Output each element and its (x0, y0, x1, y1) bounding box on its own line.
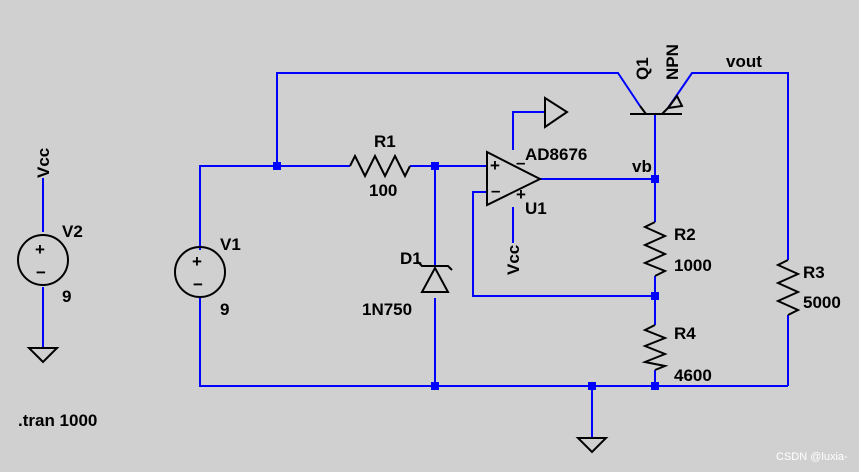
wires (199, 72, 789, 438)
r2-resistor-symbol (642, 221, 668, 277)
u1-ground-arrow (544, 96, 569, 129)
wire-bottom-rail (199, 298, 655, 387)
u1-name: U1 (525, 199, 547, 218)
u1-minus-input: – (491, 181, 500, 200)
r1-value: 100 (369, 181, 397, 200)
r3-resistor-symbol (775, 259, 801, 316)
d1-group: D1 1N750 (362, 249, 453, 319)
u1-model: AD8676 (525, 145, 587, 164)
u1-plus-input: + (490, 156, 500, 175)
v1-source-symbol (174, 246, 226, 298)
d1-zener-bar (417, 261, 453, 271)
v1-value: 9 (220, 300, 229, 319)
u1-supply-minus: – (516, 153, 525, 172)
d1-name: D1 (400, 249, 422, 268)
r4-group: R4 4600 (641, 324, 712, 385)
r2-group: R2 1000 (642, 221, 712, 277)
r1-resistor-symbol (349, 153, 411, 179)
watermark: CSDN @luxia- (776, 451, 848, 463)
junction-dot (588, 382, 596, 390)
wire-feedback (472, 191, 655, 297)
q1-type: NPN (663, 44, 682, 80)
v2-source-symbol (17, 234, 69, 286)
v2-name: V2 (62, 222, 83, 241)
wire-collector (276, 72, 641, 166)
net-label-vb: vb (632, 157, 652, 176)
v1-name: V1 (220, 235, 241, 254)
vcc-label-opamp: Vcc (504, 245, 523, 275)
wire-v1-top (199, 165, 277, 246)
vcc-label-left: Vcc (34, 148, 53, 178)
ground-symbol (575, 437, 609, 454)
r3-group: R3 5000 (775, 259, 841, 316)
r3-name: R3 (803, 263, 825, 282)
r1-name: R1 (374, 132, 396, 151)
v2-group: + − Vcc V2 9 (17, 148, 83, 364)
v1-group: + − V1 9 (174, 235, 241, 319)
v1-minus-sign: − (193, 275, 203, 294)
r2-value: 1000 (674, 256, 712, 275)
q1-emitter-arrow (665, 94, 684, 110)
junction-dot (651, 382, 659, 390)
wire-emitter-vout (667, 72, 789, 260)
v1-plus-sign: + (192, 252, 202, 271)
tran-directive: .tran 1000 (18, 411, 97, 430)
r1-group: R1 100 (349, 132, 411, 200)
junction-dot (651, 175, 659, 183)
junctions (273, 162, 659, 390)
v2-minus-sign: − (36, 263, 46, 282)
r4-resistor-symbol (641, 324, 669, 371)
junction-dot (651, 292, 659, 300)
v2-value: 9 (62, 287, 71, 306)
net-label-vout: vout (726, 52, 762, 71)
r4-value: 4600 (674, 366, 712, 385)
u1-group: + – – + AD8676 U1 Vcc (486, 96, 587, 275)
junction-dot (431, 162, 439, 170)
r2-name: R2 (674, 225, 696, 244)
v2-ground-symbol (26, 347, 60, 364)
v2-plus-sign: + (35, 240, 45, 259)
r4-name: R4 (674, 324, 696, 343)
u1-opamp-symbol (486, 150, 543, 207)
r3-value: 5000 (803, 293, 841, 312)
q1-name: Q1 (633, 57, 652, 80)
wire-opamp-vplus (512, 111, 545, 150)
junction-dot (273, 162, 281, 170)
q1-group: Q1 NPN (630, 44, 684, 115)
d1-zener-symbol (420, 265, 450, 293)
d1-value: 1N750 (362, 300, 412, 319)
u1-supply-plus: + (516, 185, 526, 204)
junction-dot (431, 382, 439, 390)
